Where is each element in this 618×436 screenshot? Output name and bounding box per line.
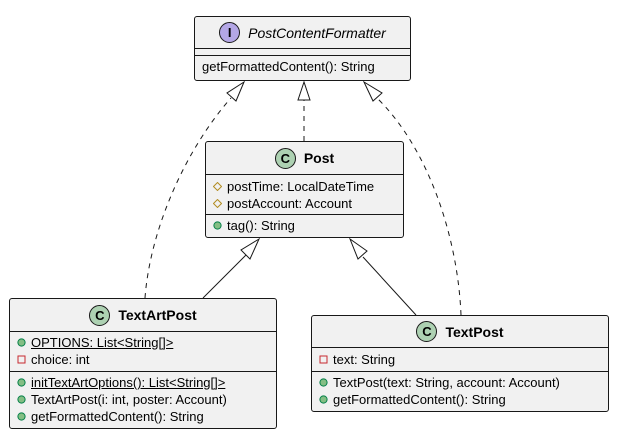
- public-visibility-icon: [17, 395, 26, 404]
- field-text: postAccount: Account: [227, 196, 353, 211]
- method-signature: getFormattedContent(): String: [31, 409, 204, 424]
- public-visibility-icon: [213, 221, 222, 230]
- fields-section: postTime: LocalDateTime postAccount: Acc…: [206, 174, 403, 214]
- method-row: getFormattedContent(): String: [312, 391, 608, 408]
- class-post[interactable]: C Post postTime: LocalDateTime postAccou…: [205, 141, 404, 238]
- private-visibility-icon: [17, 355, 26, 364]
- method-row: getFormattedContent(): String: [10, 408, 276, 425]
- protected-visibility-icon: [213, 182, 222, 191]
- methods-section: TextPost(text: String, account: Account)…: [312, 371, 608, 408]
- method-row: TextPost(text: String, account: Account): [312, 374, 608, 391]
- class-name: TextArtPost: [118, 307, 197, 323]
- method-row: tag(): String: [206, 217, 403, 234]
- method-row: getFormattedContent(): String: [195, 58, 410, 75]
- method-signature: tag(): String: [227, 218, 295, 233]
- public-visibility-icon: [17, 338, 26, 347]
- method-row: initTextArtOptions(): List<String[]>: [10, 374, 276, 391]
- method-signature: getFormattedContent(): String: [333, 392, 506, 407]
- edge-textpost-extends-post: [362, 256, 417, 316]
- class-name: TextPost: [445, 323, 504, 340]
- edge-textartpost-extends-post: [202, 254, 247, 299]
- class-icon: C: [89, 304, 111, 326]
- methods-section: tag(): String: [206, 214, 403, 234]
- fields-section: [195, 48, 410, 55]
- class-textartpost[interactable]: C TextArtPost OPTIONS: List<String[]> ch…: [9, 298, 277, 429]
- fields-section: OPTIONS: List<String[]> choice: int: [10, 331, 276, 371]
- field-text: choice: int: [31, 352, 90, 367]
- method-signature: initTextArtOptions(): List<String[]>: [31, 375, 226, 390]
- edge-textartpost-realizes-formatter: [144, 97, 232, 299]
- public-visibility-icon: [319, 378, 328, 387]
- field-row: OPTIONS: List<String[]>: [10, 334, 276, 351]
- private-visibility-icon: [319, 355, 328, 364]
- protected-visibility-icon: [213, 199, 222, 208]
- class-textpost[interactable]: C TextPost text: String TextPost(text: S…: [311, 315, 609, 412]
- class-icon: C: [274, 147, 296, 169]
- class-header: I PostContentFormatter: [195, 17, 410, 48]
- methods-section: initTextArtOptions(): List<String[]> Tex…: [10, 371, 276, 425]
- method-row: TextArtPost(i: int, poster: Account): [10, 391, 276, 408]
- class-icon: C: [416, 321, 438, 342]
- method-signature: getFormattedContent(): String: [202, 59, 375, 74]
- class-header: C TextArtPost: [10, 299, 276, 331]
- methods-section: getFormattedContent(): String: [195, 55, 410, 75]
- arrowhead-post-formatter: [297, 80, 311, 101]
- interface-icon: I: [219, 22, 241, 43]
- class-name: PostContentFormatter: [248, 24, 386, 41]
- class-name: Post: [303, 150, 335, 166]
- arrowhead-textpost-formatter: [362, 80, 383, 102]
- field-row: postAccount: Account: [206, 195, 403, 212]
- field-row: choice: int: [10, 351, 276, 368]
- public-visibility-icon: [17, 378, 26, 387]
- arrowhead-textartpost-formatter: [226, 80, 246, 102]
- class-header: C TextPost: [312, 316, 608, 347]
- field-row: text: String: [312, 351, 608, 368]
- arrowhead-textpost-post: [348, 237, 368, 260]
- public-visibility-icon: [17, 412, 26, 421]
- field-row: postTime: LocalDateTime: [206, 178, 403, 195]
- class-header: C Post: [206, 142, 403, 174]
- field-text: OPTIONS: List<String[]>: [31, 335, 174, 350]
- method-signature: TextArtPost(i: int, poster: Account): [31, 392, 227, 407]
- public-visibility-icon: [319, 395, 328, 404]
- field-text: postTime: LocalDateTime: [227, 179, 375, 194]
- class-postcontentformatter[interactable]: I PostContentFormatter getFormattedConte…: [194, 16, 411, 81]
- field-text: text: String: [333, 352, 396, 367]
- method-signature: TextPost(text: String, account: Account): [333, 375, 560, 390]
- arrowhead-textartpost-post: [240, 237, 261, 260]
- fields-section: text: String: [312, 347, 608, 371]
